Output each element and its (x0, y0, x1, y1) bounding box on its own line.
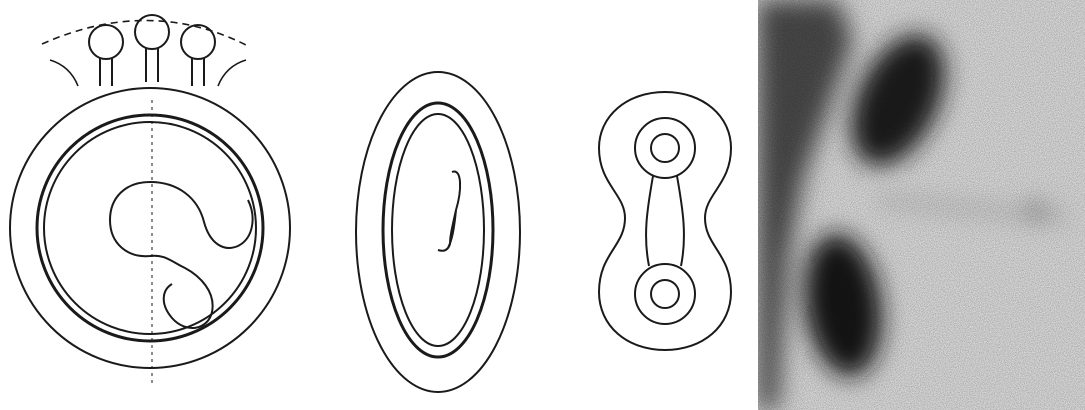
panel-c-drawing (585, 0, 745, 410)
panel-a-drawing (0, 0, 300, 410)
stalk-right (192, 58, 204, 86)
right-crescent-arc (218, 60, 246, 86)
lower-ring-inner (651, 280, 679, 308)
middle-ring (37, 115, 263, 341)
panel-b-oval-with-hook (340, 0, 540, 410)
outer-oval (356, 72, 520, 392)
left-crescent-arc (50, 60, 78, 86)
inner-hook (438, 172, 460, 251)
dashed-outer-arc (42, 20, 248, 46)
panel-b-drawing (340, 0, 540, 410)
bulb-right (181, 25, 215, 59)
panel-d-image (758, 0, 1085, 410)
micrograph-grain (758, 0, 1085, 410)
panel-a-ring-with-bulbs (0, 0, 300, 410)
dumbbell-outline (599, 92, 731, 350)
upper-ring-outer (635, 118, 695, 178)
lower-ring-outer (635, 264, 695, 324)
outer-ring (10, 88, 290, 368)
panel-d-micrograph (758, 0, 1085, 410)
upper-ring-inner (651, 134, 679, 162)
connecting-bar (646, 176, 684, 266)
inner-ring (44, 122, 256, 334)
bulb-left (89, 25, 123, 59)
stalk-center (146, 48, 158, 82)
stalk-left (100, 58, 112, 86)
middle-oval (383, 103, 493, 357)
panel-c-dumbbell (585, 0, 745, 410)
inner-oval (392, 114, 484, 346)
